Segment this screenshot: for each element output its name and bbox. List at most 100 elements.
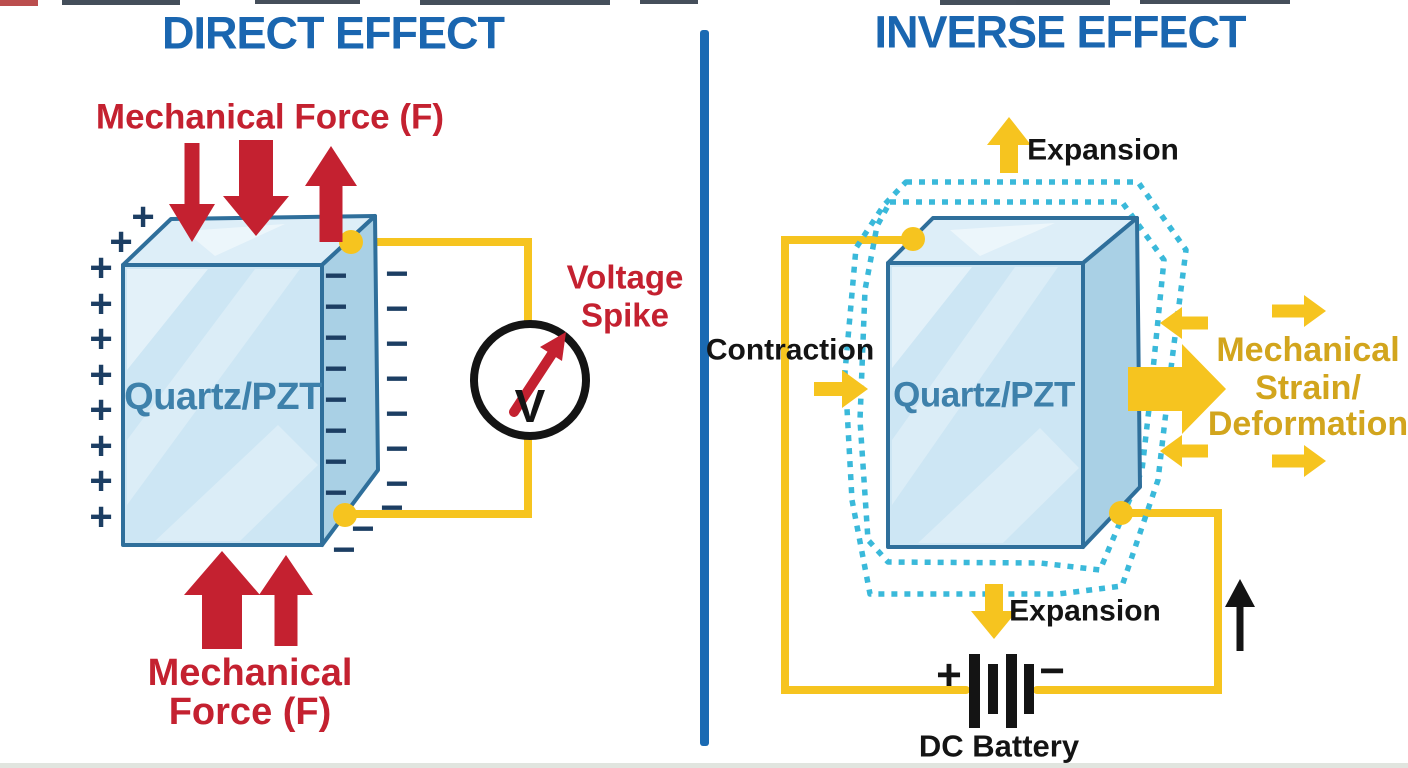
mechanical-force-bottom-line2: Force (F) [169,691,332,733]
battery-minus-sign: − [1039,647,1065,696]
inverse-effect-title: INVERSE EFFECT [874,7,1246,58]
terminal-dot-top [901,227,925,251]
strain-arrow-right-large-icon [1128,344,1226,434]
current-direction-arrow-up-icon [1225,579,1255,651]
strain-label-line1: Mechanical [1216,331,1399,369]
block-front-face [886,261,1085,549]
plus-charge-icon: + [131,195,154,239]
strain-arrow-left-small-icon [1160,307,1208,339]
quartz-label-left: Quartz/PZT [124,376,322,418]
quartz-block-right: Quartz/PZT [886,216,1142,549]
positive-charges: + + + + + + + + + + [89,195,154,539]
minus-charge-icon: − [385,427,408,471]
block-gloss [127,269,208,370]
voltmeter-circuit: V [344,238,590,518]
dc-battery-label: DC Battery [919,729,1080,764]
direct-effect-title: DIRECT EFFECT [162,8,505,59]
force-arrow-down-icon [169,143,215,242]
deformation-outline-outer [842,179,1189,597]
expansion-bottom-label: Expansion [1009,595,1161,628]
panel-divider [700,30,709,746]
plus-charge-icon: + [89,282,112,326]
contraction-label: Contraction [706,334,874,367]
minus-charge-icon: − [324,316,347,360]
strain-arrow-right-small-icon [1272,295,1326,327]
terminal-dot-top [339,230,363,254]
block-gloss [950,223,1055,256]
battery-circuit [781,236,1222,694]
minus-charge-icon: − [332,528,355,572]
strain-label-line2: Strain/ [1255,369,1361,407]
plus-charge-icon: + [89,353,112,397]
plus-charge-icon: + [89,246,112,290]
strain-arrows [1128,295,1326,477]
battery-plus-sign: + [936,651,962,700]
minus-charge-icon: − [324,378,347,422]
negative-charges-on-face: − − − − − − − − [324,254,347,515]
strain-arrow-right-small-icon [1272,445,1326,477]
minus-charge-icon: − [385,287,408,331]
voltage-spike-label-line1: Voltage [567,259,684,296]
expansion-arrow-up-icon [987,117,1031,173]
minus-charge-icon: − [324,347,347,391]
block-gloss [892,267,972,368]
battery-plate-short-icon [1024,664,1034,714]
voltage-spike-label-line2: Spike [581,297,669,334]
minus-charge-icon: − [324,440,347,484]
minus-charge-icon: − [324,285,347,329]
quartz-label-right: Quartz/PZT [893,376,1075,415]
mechanical-force-top-label: Mechanical Force (F) [96,98,444,137]
mechanical-force-bottom-line1: Mechanical [148,652,353,694]
plus-charge-icon: + [89,424,112,468]
quartz-block-left: Quartz/PZT [121,214,380,547]
terminal-dot-bottom [333,503,357,527]
voltmeter-needle-head [540,332,566,361]
block-gloss [185,224,285,256]
direct-effect-panel: DIRECT EFFECT Mechanical Force (F) V Qua… [89,8,683,734]
voltmeter-needle [509,349,557,417]
minus-charge-icon: − [324,254,347,298]
plus-charge-icon: + [109,220,132,264]
minus-charge-icon: − [385,462,408,506]
force-arrows-top [169,140,357,242]
minus-charge-icon: − [380,486,403,530]
terminal-dot-bottom [1109,501,1133,525]
minus-charge-icon: − [385,392,408,436]
battery-plate-long-icon [969,654,980,728]
minus-charge-icon: − [351,507,374,551]
plus-charge-icon: + [89,317,112,361]
force-arrow-up-icon [259,555,313,646]
block-gloss [127,269,300,505]
force-arrow-down-icon [223,140,289,236]
strain-arrow-left-small-icon [1160,435,1208,467]
deformation-outline-inner [857,199,1167,573]
negative-charges-outer: − − − − − − − − − − [332,252,408,572]
plus-charge-icon: + [89,495,112,539]
wire-right [1033,509,1222,694]
force-arrow-up-icon [305,146,357,242]
minus-charge-icon: − [385,357,408,401]
block-gloss [918,428,1079,543]
minus-charge-icon: − [324,409,347,453]
inverse-effect-panel: INVERSE EFFECT Quartz/PZT Expansion [706,7,1408,764]
top-edge-artifacts [0,0,1290,6]
strain-label-line3: Deformation [1208,405,1408,443]
contraction-arrow-right-icon [814,370,868,408]
battery-plate-long-icon [1006,654,1017,728]
bottom-edge-artifact [0,763,1408,768]
force-arrows-bottom [184,551,313,649]
block-gloss [892,267,1058,505]
block-gloss [155,425,318,541]
deformation-outlines [842,179,1189,597]
block-front-face [121,263,324,547]
expansion-arrow-down-icon [971,584,1017,639]
plus-charge-icon: + [89,459,112,503]
voltmeter-v-label: V [515,380,546,432]
battery-plate-short-icon [988,664,998,714]
dc-battery-symbol: + − DC Battery [919,647,1080,764]
force-arrow-up-icon [184,551,260,649]
expansion-top-label: Expansion [1027,134,1179,167]
wire-left [781,236,970,694]
